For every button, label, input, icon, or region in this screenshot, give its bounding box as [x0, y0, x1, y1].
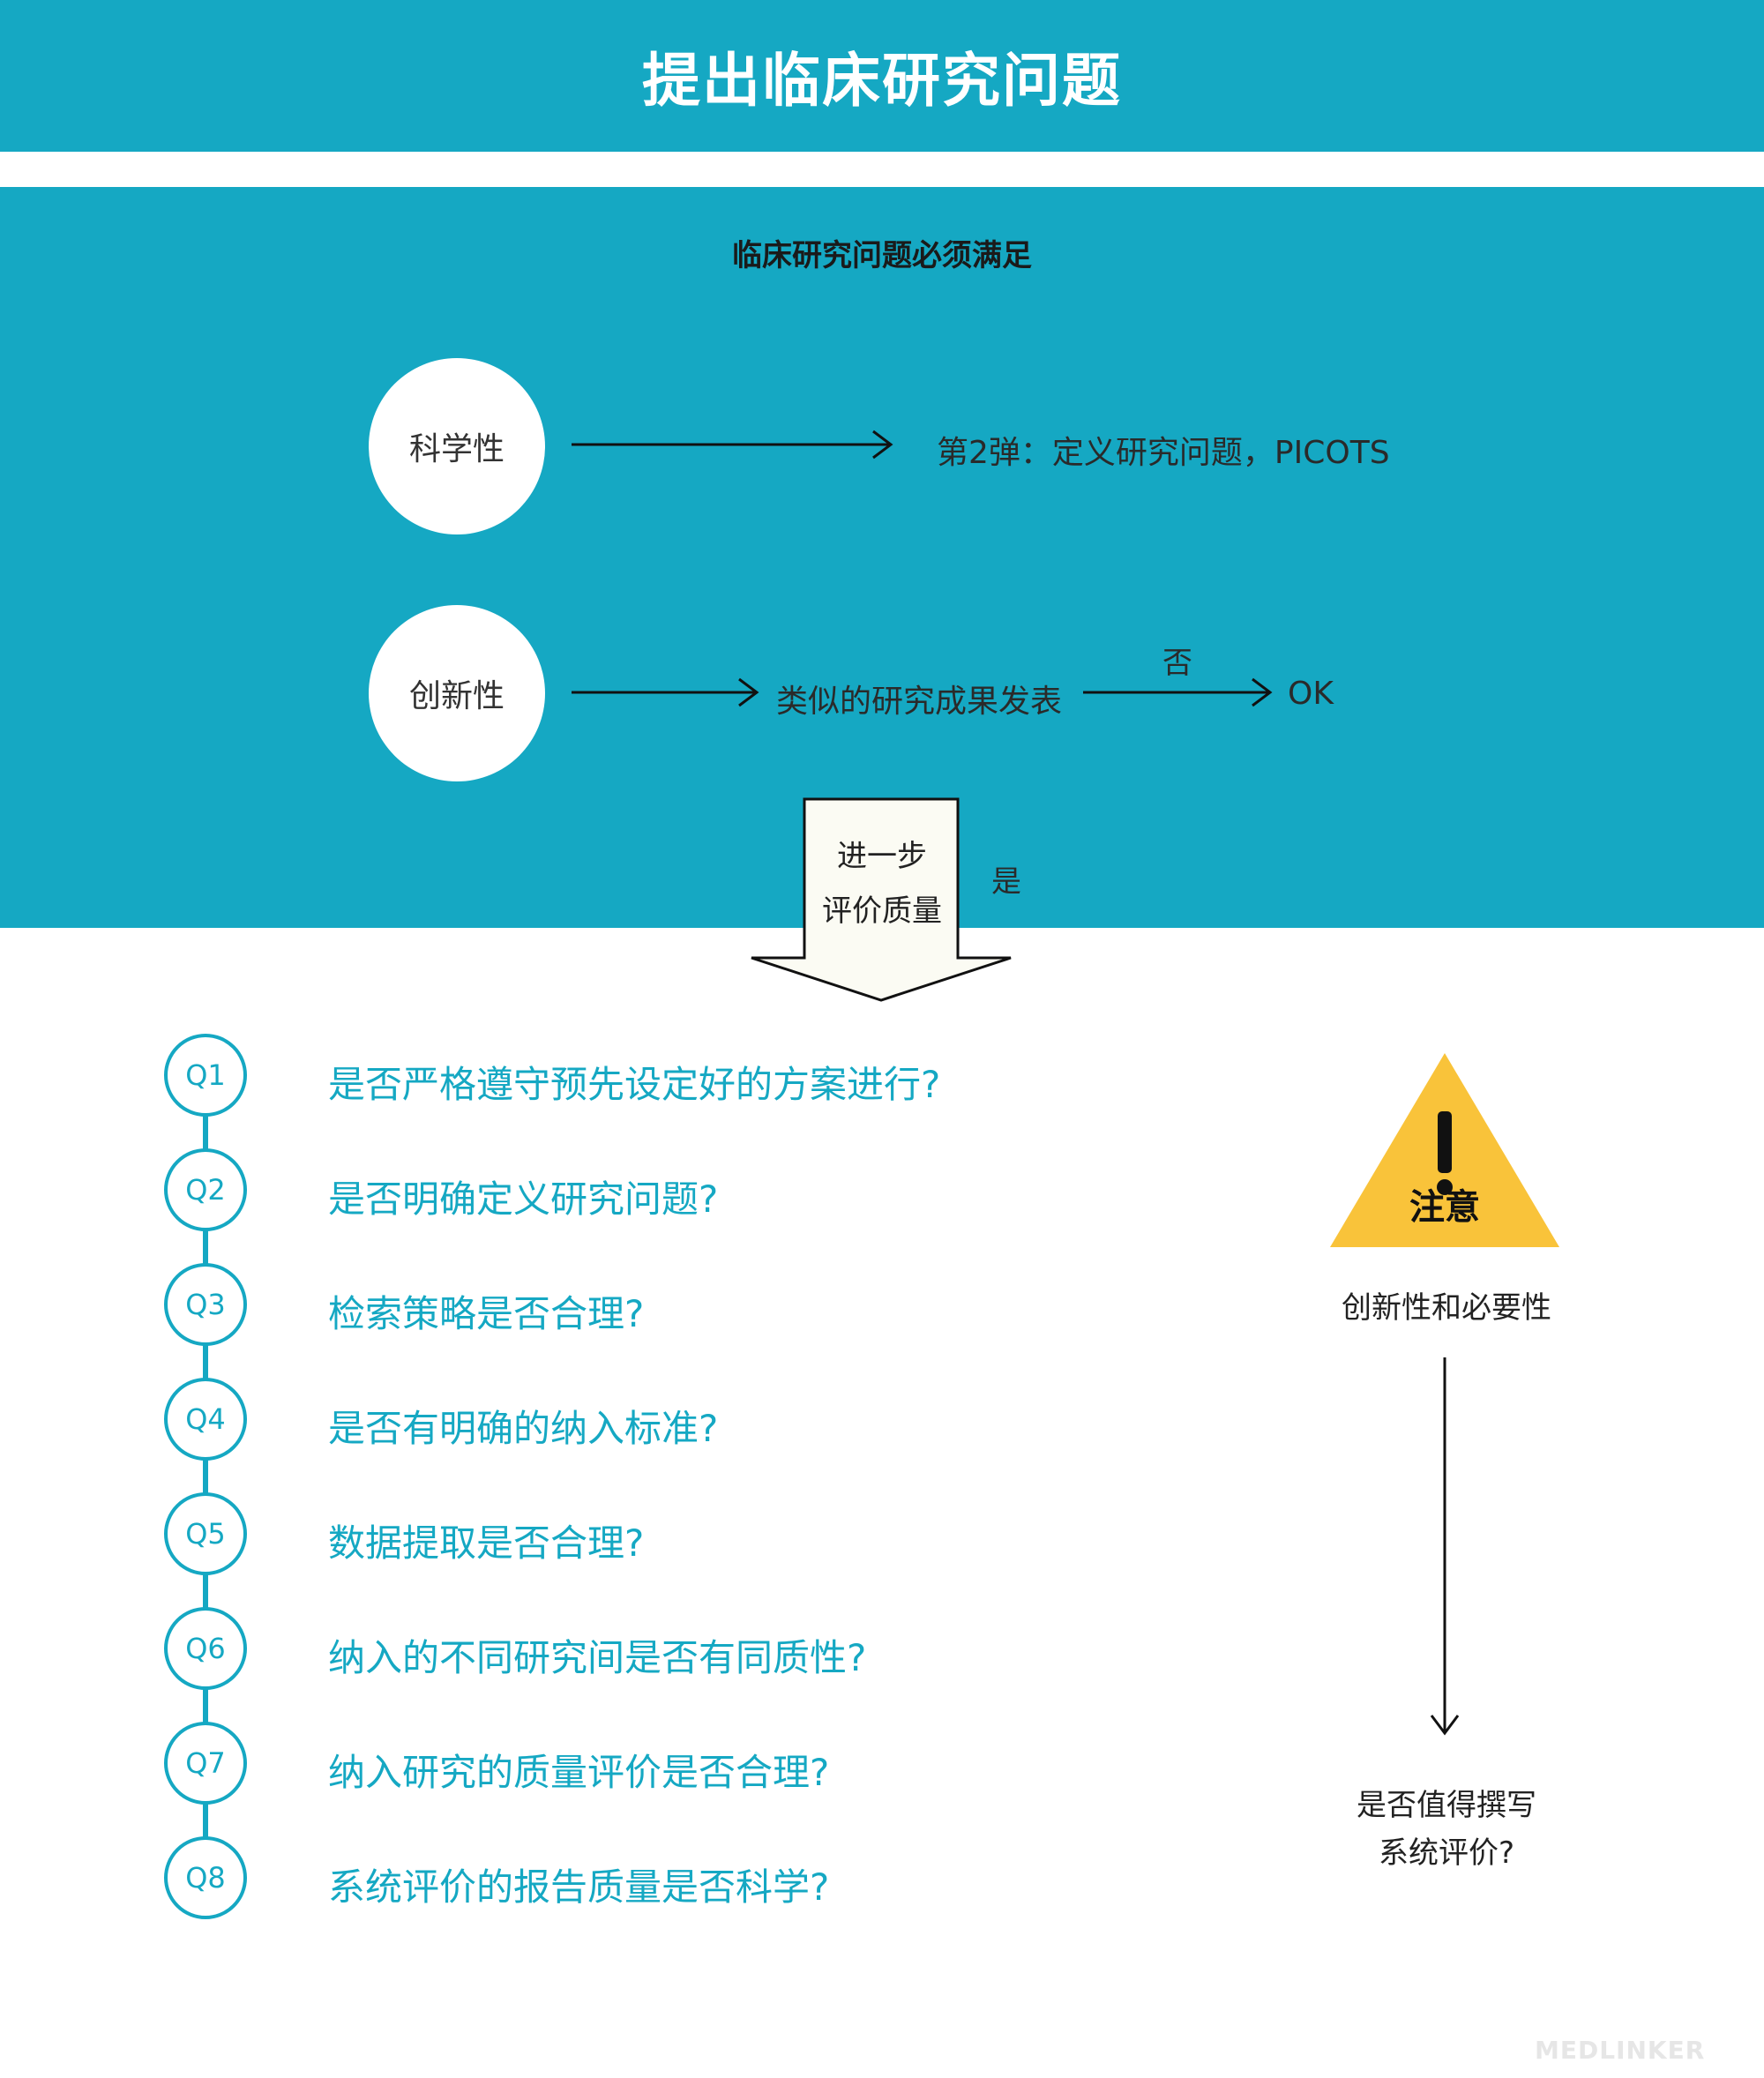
q2-id: Q2 — [185, 1173, 226, 1207]
q8-badge: Q8 — [164, 1836, 247, 1919]
novelty-label: 创新性 — [408, 678, 505, 714]
picots-text: 第2弹：定义研究问题，PICOTS — [937, 435, 1390, 471]
down-arrow — [1430, 1357, 1460, 1736]
q2-badge: Q2 — [164, 1148, 247, 1231]
yes-label: 是 — [991, 864, 1021, 900]
q8-id: Q8 — [185, 1861, 226, 1895]
q1-id: Q1 — [185, 1058, 226, 1092]
no-label: 否 — [1162, 646, 1192, 681]
q5-id: Q5 — [185, 1517, 226, 1551]
q6-text: 纳入的不同研究间是否有同质性? — [328, 1636, 867, 1679]
q1-badge: Q1 — [164, 1034, 247, 1117]
q3-text: 检索策略是否合理? — [328, 1292, 645, 1335]
q4-badge: Q4 — [164, 1378, 247, 1461]
q7-id: Q7 — [185, 1746, 226, 1780]
final-question: 是否值得撰写 系统评价? — [1270, 1782, 1623, 1877]
q3-badge: Q3 — [164, 1263, 247, 1346]
timeline-line — [203, 1076, 208, 1870]
q4-text: 是否有明确的纳入标准? — [328, 1407, 719, 1450]
q4-id: Q4 — [185, 1402, 226, 1436]
warning-triangle-icon: 注意 — [1330, 1053, 1559, 1247]
big-arrow-line2: 评价质量 — [822, 893, 942, 929]
final-question-line2: 系统评价? — [1378, 1835, 1515, 1871]
q8-text: 系统评价的报告质量是否科学? — [328, 1865, 830, 1909]
q5-text: 数据提取是否合理? — [328, 1521, 645, 1565]
science-arrow-head — [872, 430, 893, 460]
q3-id: Q3 — [185, 1288, 226, 1321]
q6-id: Q6 — [185, 1632, 226, 1665]
science-label: 科学性 — [408, 431, 505, 467]
q6-badge: Q6 — [164, 1607, 247, 1690]
big-arrow-line1: 进一步 — [837, 839, 927, 874]
warning-sign-text: 注意 — [1409, 1187, 1480, 1228]
q2-text: 是否明确定义研究问题? — [328, 1177, 719, 1221]
novelty-arrow-head — [738, 677, 759, 707]
header-banner: 提出临床研究问题 — [0, 0, 1764, 152]
big-down-arrow — [751, 797, 1012, 1002]
science-circle: 科学性 — [369, 358, 545, 534]
page-title: 提出临床研究问题 — [642, 47, 1122, 115]
similar-research-text: 类似的研究成果发表 — [776, 684, 1063, 720]
q7-text: 纳入研究的质量评价是否合理? — [328, 1751, 830, 1794]
big-arrow-text: 进一步 评价质量 — [798, 829, 966, 938]
ok-arrow-head — [1252, 677, 1273, 707]
q7-badge: Q7 — [164, 1722, 247, 1805]
final-question-line1: 是否值得撰写 — [1357, 1788, 1536, 1823]
ok-text: OK — [1288, 676, 1334, 712]
novelty-circle: 创新性 — [369, 605, 545, 781]
flow-arrows — [572, 430, 1273, 1002]
watermark-logo: MEDLINKER — [1535, 2036, 1706, 2065]
warning-caption: 创新性和必要性 — [1342, 1290, 1551, 1326]
panel-title: 临床研究问题必须满足 — [732, 238, 1032, 273]
q5-badge: Q5 — [164, 1492, 247, 1575]
q1-text: 是否严格遵守预先设定好的方案进行? — [328, 1063, 941, 1106]
